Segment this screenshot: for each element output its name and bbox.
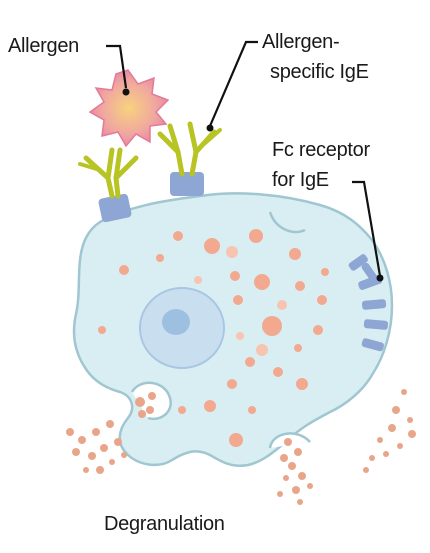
label-fc-receptor-line2: for IgE	[272, 169, 329, 191]
ige-leader-dot	[206, 124, 214, 132]
mast-cell-body	[72, 192, 394, 467]
leader-lines	[106, 40, 382, 277]
fc-receptor-leader-dot	[376, 274, 384, 282]
faint-granules	[194, 246, 287, 356]
fc-receptor-leader	[352, 180, 382, 277]
fc-receptor-icon	[348, 254, 389, 352]
bound-receptor-left	[98, 193, 132, 223]
allergen-leader	[106, 44, 128, 89]
membrane-fold	[268, 211, 306, 234]
spiky-allergen-icon	[88, 69, 170, 148]
y-shaped-antibody-middle-icon	[157, 121, 222, 177]
degranulation-pocket-left	[130, 381, 172, 421]
y-shaped-antibody-icon	[78, 147, 139, 199]
nucleolus	[162, 309, 190, 335]
allergen-leader-dot	[122, 88, 130, 96]
label-fc-receptor-line1: Fc receptor	[272, 139, 370, 161]
label-allergen-specific-ige-line1: Allergen-	[262, 31, 340, 53]
granules	[98, 229, 329, 447]
ige-leader	[208, 40, 258, 127]
label-allergen-specific-ige-line2: specific IgE	[270, 61, 369, 83]
label-allergen: Allergen	[8, 35, 79, 57]
released-granules	[66, 389, 416, 505]
bound-receptor-middle	[170, 172, 204, 196]
label-degranulation: Degranulation	[104, 513, 225, 535]
